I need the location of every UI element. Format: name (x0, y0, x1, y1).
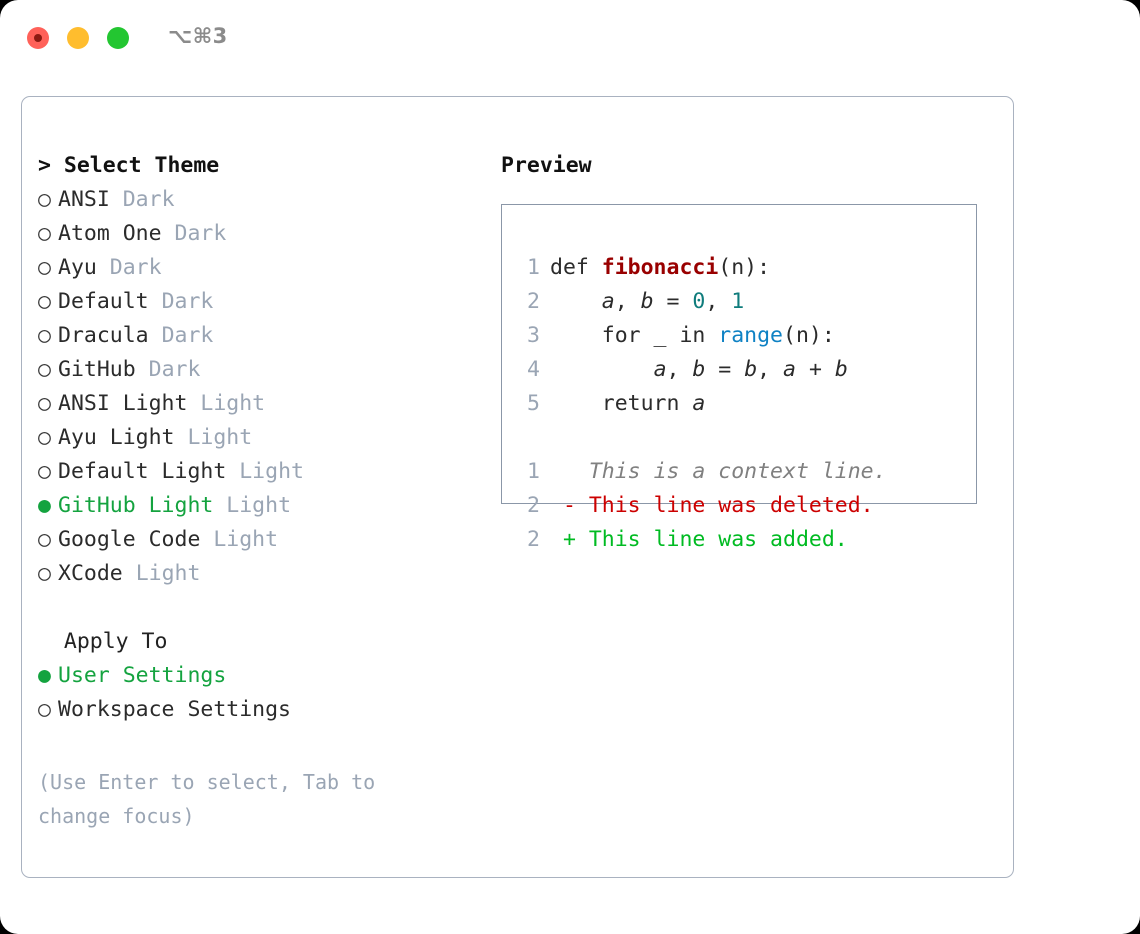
line-number: 4 (527, 357, 540, 382)
theme-option-label: Atom One (58, 221, 162, 246)
theme-option-google-code[interactable]: ○ Google Code Light (38, 523, 488, 557)
apply-to-group: Apply To ● User Settings ○ Workspace Settin… (38, 625, 488, 727)
radio-unselected-icon: ○ (38, 527, 51, 552)
theme-option-default[interactable]: ○ Default Dark (38, 285, 488, 319)
theme-option-tag: Dark (161, 289, 214, 314)
keyboard-hint-text: (Use Enter to select, Tab to change focu… (38, 770, 388, 828)
select-theme-heading: > Select Theme (38, 153, 220, 178)
radio-selected-icon: ● (38, 493, 51, 518)
theme-option-label: Dracula (58, 323, 149, 348)
apply-to-option-label: User Settings (58, 663, 227, 688)
theme-option-label: GitHub (58, 357, 136, 382)
code-line: 4 a, b = b, a + b (502, 353, 976, 387)
diff-text: This line was deleted. (588, 493, 874, 518)
theme-option-github-light[interactable]: ● GitHub Light Light (38, 489, 488, 523)
radio-unselected-icon: ○ (38, 697, 51, 722)
theme-option-ayu[interactable]: ○ Ayu Dark (38, 251, 488, 285)
theme-option-tag: Light (200, 391, 266, 416)
apply-to-option-user-settings[interactable]: ● User Settings (38, 659, 488, 693)
diff-line-context: 1 This is a context line. (502, 455, 976, 489)
radio-unselected-icon: ○ (38, 357, 51, 382)
theme-option-label: GitHub Light (58, 493, 214, 518)
diff-text: This is a context line. (588, 459, 887, 484)
theme-option-default-light[interactable]: ○ Default Light Light (38, 455, 488, 489)
maximize-button[interactable] (107, 27, 129, 49)
theme-option-xcode[interactable]: ○ XCode Light (38, 557, 488, 591)
apply-to-list[interactable]: ● User Settings ○ Workspace Settings (38, 659, 488, 727)
theme-option-label: XCode (58, 561, 123, 586)
theme-option-label: Ayu (58, 255, 97, 280)
radio-selected-icon: ● (38, 663, 51, 688)
line-number: 1 (527, 459, 540, 484)
minimize-button[interactable] (67, 27, 89, 49)
apply-to-heading: Apply To (38, 629, 168, 654)
diff-text: This line was added. (588, 527, 848, 552)
apply-to-option-label: Workspace Settings (58, 697, 291, 722)
keyboard-shortcut-label: ⌥⌘3 (168, 24, 228, 48)
theme-option-label: Ayu Light (58, 425, 175, 450)
code-diff-spacer (502, 421, 976, 455)
theme-option-tag: Dark (148, 357, 201, 382)
theme-option-tag: Dark (109, 255, 162, 280)
diff-marker: + (550, 527, 589, 552)
theme-option-tag: Light (187, 425, 253, 450)
theme-option-tag: Light (239, 459, 304, 484)
code-line: 5 return a (502, 387, 976, 421)
radio-unselected-icon: ○ (38, 289, 51, 314)
close-button[interactable] (27, 27, 49, 49)
theme-selector-panel: > Select Theme ○ANSI Dark○Atom One Dark○… (21, 96, 1014, 878)
line-number: 1 (527, 255, 540, 280)
radio-unselected-icon: ○ (38, 255, 51, 280)
theme-list[interactable]: ○ ANSI Dark ○ Atom One Dark ○ Ayu Dark ○ Defaul… (38, 183, 488, 591)
theme-option-tag: Light (135, 561, 201, 586)
theme-option-dracula[interactable]: ○ Dracula Dark (38, 319, 488, 353)
radio-unselected-icon: ○ (38, 323, 51, 348)
theme-option-tag: Dark (174, 221, 227, 246)
line-number: 2 (527, 493, 540, 518)
theme-option-ayu-light[interactable]: ○ Ayu Light Light (38, 421, 488, 455)
radio-unselected-icon: ○ (38, 561, 51, 586)
theme-option-tag: Light (213, 527, 279, 552)
theme-option-tag: Dark (161, 323, 214, 348)
theme-option-label: Default (58, 289, 149, 314)
apply-to-option-workspace-settings[interactable]: ○ Workspace Settings (38, 693, 488, 727)
radio-unselected-icon: ○ (38, 459, 51, 484)
line-number: 3 (527, 323, 540, 348)
code-line: 2 a, b = 0, 1 (502, 285, 976, 319)
diff-sample: 1 This is a context line.2 - This line w… (502, 455, 976, 557)
line-number: 2 (527, 289, 540, 314)
theme-option-tag: Dark (122, 187, 175, 212)
diff-line-deleted: 2 - This line was deleted. (502, 489, 976, 523)
theme-option-label: Google Code (58, 527, 201, 552)
line-number: 2 (527, 527, 540, 552)
radio-unselected-icon: ○ (38, 187, 51, 212)
title-bar: ⌥⌘3 (0, 0, 1140, 78)
theme-picker-column: > Select Theme ○ANSI Dark○Atom One Dark○… (38, 149, 488, 833)
diff-marker (550, 459, 589, 484)
theme-option-atom-one[interactable]: ○ Atom One Dark (38, 217, 488, 251)
radio-unselected-icon: ○ (38, 221, 51, 246)
theme-option-label: ANSI (58, 187, 110, 212)
theme-option-ansi[interactable]: ○ ANSI Dark (38, 183, 488, 217)
diff-marker: - (550, 493, 589, 518)
radio-unselected-icon: ○ (38, 391, 51, 416)
theme-option-ansi-light[interactable]: ○ ANSI Light Light (38, 387, 488, 421)
radio-unselected-icon: ○ (38, 425, 51, 450)
code-line: 3 for _ in range(n): (502, 319, 976, 353)
theme-option-label: Default Light (58, 459, 227, 484)
theme-option-tag: Light (226, 493, 292, 518)
theme-option-label: ANSI Light (58, 391, 188, 416)
preview-heading: Preview (501, 153, 592, 178)
diff-line-added: 2 + This line was added. (502, 523, 976, 557)
line-number: 5 (527, 391, 540, 416)
theme-option-github[interactable]: ○ GitHub Dark (38, 353, 488, 387)
